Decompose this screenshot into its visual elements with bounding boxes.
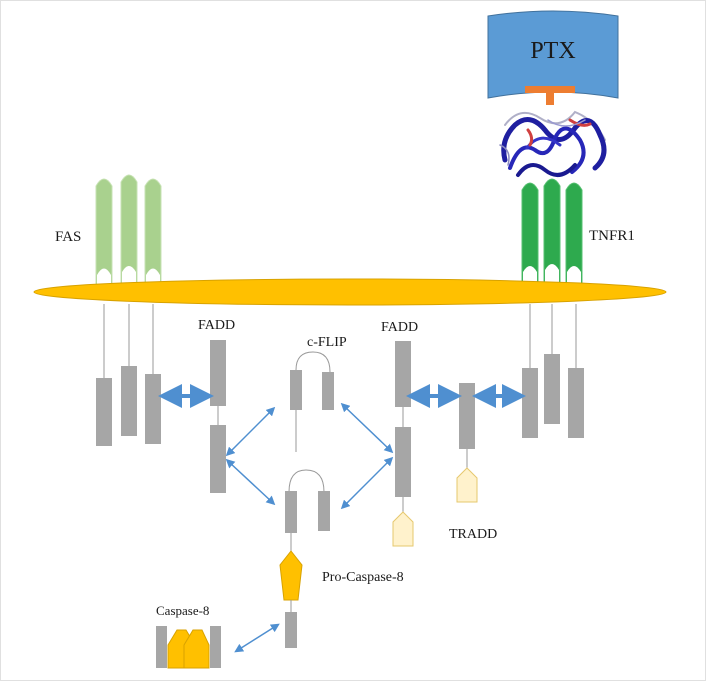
inhibitor-bar xyxy=(525,86,575,105)
fas-intracellular-domains xyxy=(96,304,161,446)
c-flip-label: c-FLIP xyxy=(307,335,347,350)
fas-label: FAS xyxy=(55,229,81,245)
caspase-8-complex xyxy=(156,626,221,669)
pro-caspase-8-pentagon xyxy=(279,550,303,601)
fadd-procasp-arrow xyxy=(225,458,276,506)
interaction-arrows xyxy=(158,384,526,653)
pro-caspase-8-label: Pro-Caspase-8 xyxy=(322,570,404,585)
tradd-pentagon xyxy=(456,467,478,503)
ptx-block: PTX xyxy=(487,10,619,99)
tradd xyxy=(456,383,478,503)
cell-membrane xyxy=(33,278,667,306)
fas-receptor-trimer xyxy=(95,174,162,289)
pro-caspase-8 xyxy=(279,469,330,648)
cflip-fadd-right-arrow xyxy=(340,402,394,454)
fadd-cflip-arrow xyxy=(225,406,276,457)
caspase-procasp-arrow xyxy=(234,623,280,653)
procasp-fadd-right-arrow xyxy=(340,456,394,510)
fadd-right xyxy=(392,341,414,547)
tnfr1-intracellular-domains xyxy=(522,304,584,438)
fadd-right-pentagon xyxy=(392,511,414,547)
tnfr1-label: TNFR1 xyxy=(589,228,635,244)
c-flip-protein xyxy=(290,351,334,452)
caspase-8-label: Caspase-8 xyxy=(156,603,209,618)
tnf-ligand-protein xyxy=(499,110,607,177)
fadd-right-label: FADD xyxy=(381,320,418,335)
fadd-left xyxy=(210,340,226,493)
fadd-left-label: FADD xyxy=(198,318,235,333)
ptx-label: PTX xyxy=(530,38,575,64)
tradd-label: TRADD xyxy=(449,527,497,542)
tnfr1-receptor-trimer xyxy=(521,178,583,289)
